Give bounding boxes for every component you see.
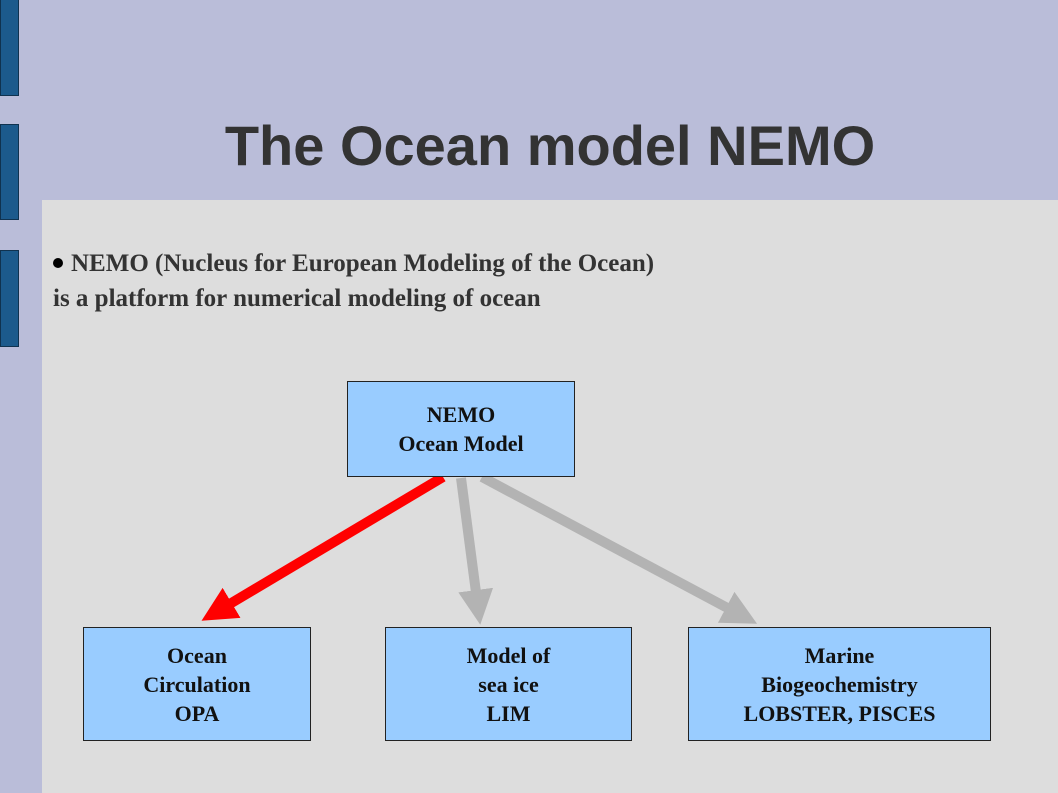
node-marine-biogeochemistry: Marine Biogeochemistry LOBSTER, PISCES (688, 627, 991, 741)
slide-title: The Ocean model NEMO (224, 114, 876, 177)
side-tab-3 (0, 250, 19, 347)
arrow-to-biogeochemistry (479, 472, 758, 624)
node-opa-line-3: OPA (174, 700, 220, 726)
node-nemo-line-2: Ocean Model (398, 431, 524, 456)
intro-line-1-text: NEMO (Nucleus for European Modeling of t… (71, 250, 655, 277)
node-bio-line-2: Biogeochemistry (761, 671, 918, 697)
arrow-to-lim (456, 477, 494, 625)
node-lim-line-1: Model of (466, 642, 551, 668)
node-lim-line-2: sea ice (478, 671, 539, 697)
intro-line-2: is a platform for numerical modeling of … (53, 285, 541, 312)
side-tab-1 (0, 0, 19, 96)
node-bio-line-1: Marine (804, 642, 875, 668)
bullet-icon (53, 258, 63, 269)
side-tab-2 (0, 124, 19, 220)
node-opa-line-2: Circulation (143, 671, 251, 697)
arrow-to-opa (201, 472, 446, 621)
node-nemo-line-1: NEMO (426, 402, 496, 427)
node-opa-line-1: Ocean (167, 642, 227, 668)
node-lim-line-3: LIM (486, 700, 531, 726)
intro-text: NEMO (Nucleus for European Modeling of t… (53, 246, 953, 316)
node-sea-ice-model: Model of sea ice LIM (385, 627, 632, 741)
node-ocean-circulation: Ocean Circulation OPA (83, 627, 311, 741)
node-nemo-ocean-model: NEMO Ocean Model (347, 381, 575, 477)
intro-line-1: NEMO (Nucleus for European Modeling of t… (53, 246, 953, 281)
node-bio-line-3: LOBSTER, PISCES (743, 700, 936, 726)
